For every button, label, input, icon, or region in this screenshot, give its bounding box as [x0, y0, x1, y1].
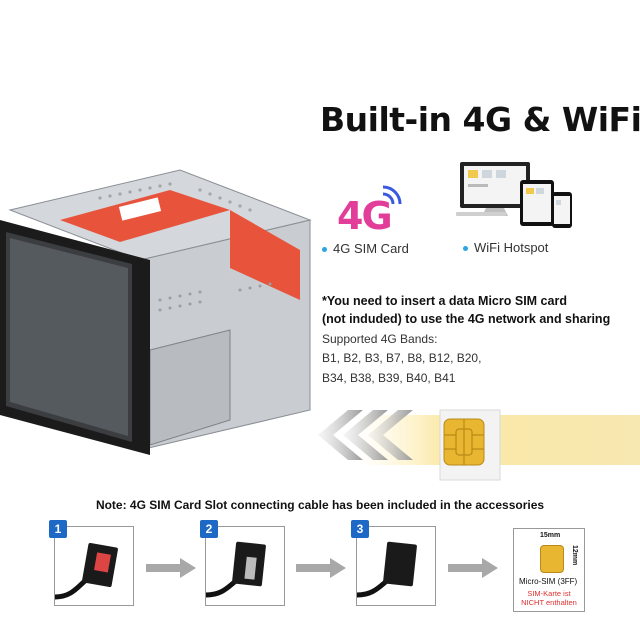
arrow-right-icon — [146, 558, 196, 578]
feature-sim-label: 4G SIM Card — [322, 241, 409, 256]
4g-signal-icon: 4G — [335, 180, 405, 240]
step-2-number: 2 — [200, 520, 218, 538]
bands-title: Supported 4G Bands: — [322, 332, 438, 346]
devices-icon — [456, 160, 576, 235]
sim-width-label: 15mm — [540, 532, 561, 539]
step-2-image — [205, 526, 285, 606]
sim-warning: SIM-Karte ist NICHT enthalten — [514, 589, 584, 607]
bands-line2: B34, B38, B39, B40, B41 — [322, 371, 456, 385]
bullet-dot — [322, 247, 327, 253]
micro-sim-spec: 15mm 12mm Micro-SIM (3FF) SIM-Karte ist … — [513, 528, 585, 612]
bullet-dot — [463, 246, 468, 252]
step-1-image — [54, 526, 134, 606]
sim-notice-line1: *You need to insert a data Micro SIM car… — [322, 294, 567, 308]
sim-name: Micro-SIM (3FF) — [519, 577, 578, 586]
sim-notice: *You need to insert a data Micro SIM car… — [322, 292, 632, 328]
bands-list: B1, B2, B3, B7, B8, B12, B20, B34, B38, … — [322, 348, 481, 388]
bands-line1: B1, B2, B3, B7, B8, B12, B20, — [322, 351, 482, 365]
sim-warning-line1: SIM-Karte ist — [527, 589, 571, 598]
step-1-number: 1 — [49, 520, 67, 538]
headline: Built-in 4G & WiFi — [320, 100, 640, 139]
sim-chip-icon — [540, 545, 564, 573]
feature-sim-text: 4G SIM Card — [333, 241, 409, 256]
arrow-right-icon — [296, 558, 346, 578]
step-3-number: 3 — [351, 520, 369, 538]
arrow-right-icon — [448, 558, 498, 578]
4g-text: 4G — [337, 194, 393, 238]
sim-height-label: 12mm — [571, 545, 578, 566]
sim-notice-line2: (not induded) to use the 4G network and … — [322, 312, 611, 326]
feature-wifi-text: WiFi Hotspot — [474, 240, 549, 255]
car-stereo-unit-image — [0, 169, 312, 455]
bottom-note: Note: 4G SIM Card Slot connecting cable … — [95, 498, 545, 512]
feature-wifi-label: WiFi Hotspot — [463, 240, 548, 255]
step-3-image — [356, 526, 436, 606]
sim-warning-line2: NICHT enthalten — [521, 598, 577, 607]
sim-insertion-banner — [318, 409, 640, 481]
